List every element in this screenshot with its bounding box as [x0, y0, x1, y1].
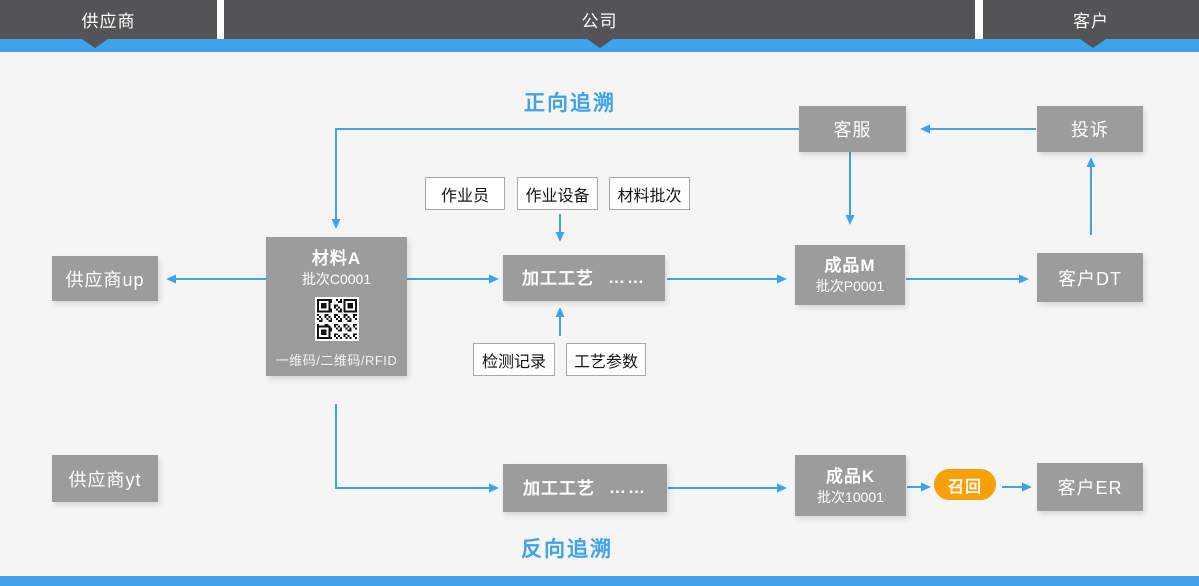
tag-operator-label: 作业员: [440, 187, 489, 205]
node-product-k-batch: 批次10001: [817, 488, 884, 505]
bottom-accent-bar: [0, 576, 1199, 586]
lane-pointer-customer: [1080, 39, 1106, 48]
node-process-1-label: 加工工艺: [522, 268, 594, 288]
forward-trace-title: 正向追溯: [524, 92, 616, 115]
node-supplier-up-label: 供应商up: [65, 269, 145, 290]
lane-header-company: 公司: [224, 0, 975, 39]
tag-operator: 作业员: [425, 177, 505, 210]
tag-process-param: 工艺参数: [566, 343, 646, 376]
node-process-1: 加工工艺 ……: [503, 255, 665, 301]
node-recall-label: 召回: [947, 478, 982, 496]
tag-equipment: 作业设备: [517, 177, 598, 210]
node-process-2: 加工工艺 ……: [503, 464, 667, 512]
node-material-a-code-caption: 一维码/二维码/RFID: [275, 353, 398, 368]
node-customer-dt-label: 客户DT: [1058, 268, 1122, 289]
lane-label-supplier: 供应商: [81, 12, 136, 31]
node-complaint-label: 投诉: [1071, 120, 1109, 140]
node-material-a-title: 材料A: [311, 249, 362, 268]
node-customer-er: 客户ER: [1037, 463, 1143, 511]
node-material-a: 材料A 批次C0001 一维码/二维码/RFID: [266, 237, 407, 376]
lane-header-customer: 客户: [983, 0, 1199, 39]
lane-label-company: 公司: [581, 12, 618, 31]
node-product-m: 成品M 批次P0001: [795, 245, 905, 305]
qr-code-icon: [314, 297, 359, 341]
node-supplier-yt: 供应商yt: [52, 455, 158, 502]
node-customer-er-label: 客户ER: [1057, 478, 1123, 498]
lane-label-customer: 客户: [1073, 12, 1109, 31]
backward-trace-title: 反向追溯: [521, 538, 613, 561]
node-customer-service-label: 客服: [833, 120, 872, 140]
node-process-2-label: 加工工艺: [523, 478, 595, 498]
tag-process-param-label: 工艺参数: [573, 353, 638, 371]
node-customer-dt: 客户DT: [1037, 253, 1143, 302]
tag-inspection-record-label: 检测记录: [481, 353, 546, 371]
node-customer-service: 客服: [799, 106, 906, 152]
node-product-k: 成品K 批次10001: [795, 455, 906, 516]
tag-material-batch-label: 材料批次: [617, 187, 682, 205]
tag-equipment-label: 作业设备: [525, 187, 590, 205]
node-material-a-batch: 批次C0001: [301, 271, 372, 287]
lane-pointer-company: [587, 39, 613, 48]
node-product-k-title: 成品K: [825, 466, 876, 486]
node-supplier-yt-label: 供应商yt: [68, 469, 142, 490]
node-process-1-ellipsis: ……: [608, 268, 646, 287]
node-product-m-title: 成品M: [824, 256, 876, 275]
lane-header-supplier: 供应商: [0, 0, 217, 39]
tag-material-batch: 材料批次: [609, 177, 690, 210]
node-recall: 召回: [934, 469, 996, 500]
lane-pointer-supplier: [82, 39, 108, 48]
node-process-2-ellipsis: ……: [609, 478, 647, 497]
node-complaint: 投诉: [1037, 106, 1143, 152]
node-product-m-batch: 批次P0001: [815, 278, 885, 294]
node-supplier-up: 供应商up: [52, 256, 158, 301]
tag-inspection-record: 检测记录: [473, 343, 555, 376]
